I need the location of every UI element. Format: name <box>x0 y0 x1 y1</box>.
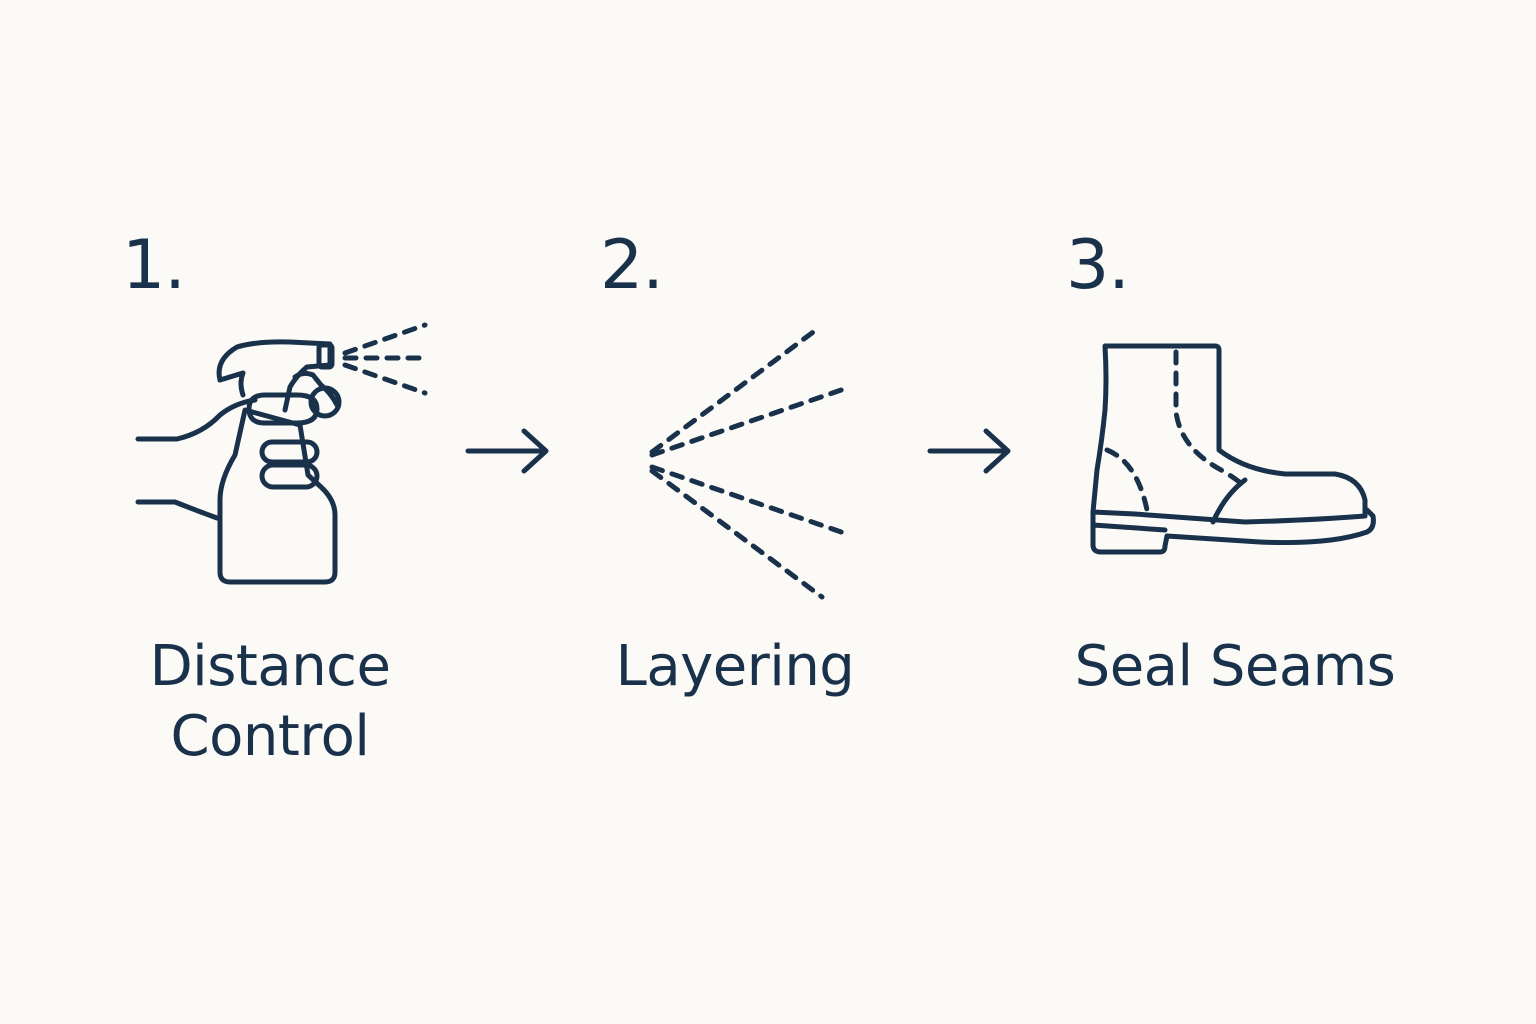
step-1-label-line-1: Distance <box>149 634 391 699</box>
step-2-label: Layering <box>615 634 855 699</box>
arrow-right-icon <box>465 428 549 474</box>
boot-icon <box>1090 343 1376 555</box>
step-3-number: 3. <box>1066 226 1130 305</box>
step-2-number: 2. <box>600 226 664 305</box>
spray-mist-icon <box>649 324 853 600</box>
spray-bottle-in-hand-icon <box>135 322 430 585</box>
arrow-right-icon <box>927 428 1011 474</box>
step-1-label-line-2: Control <box>170 704 370 769</box>
step-3-label: Seal Seams <box>1074 634 1396 699</box>
step-1-number: 1. <box>122 226 186 305</box>
step-1-label: Distance Control <box>120 632 420 772</box>
